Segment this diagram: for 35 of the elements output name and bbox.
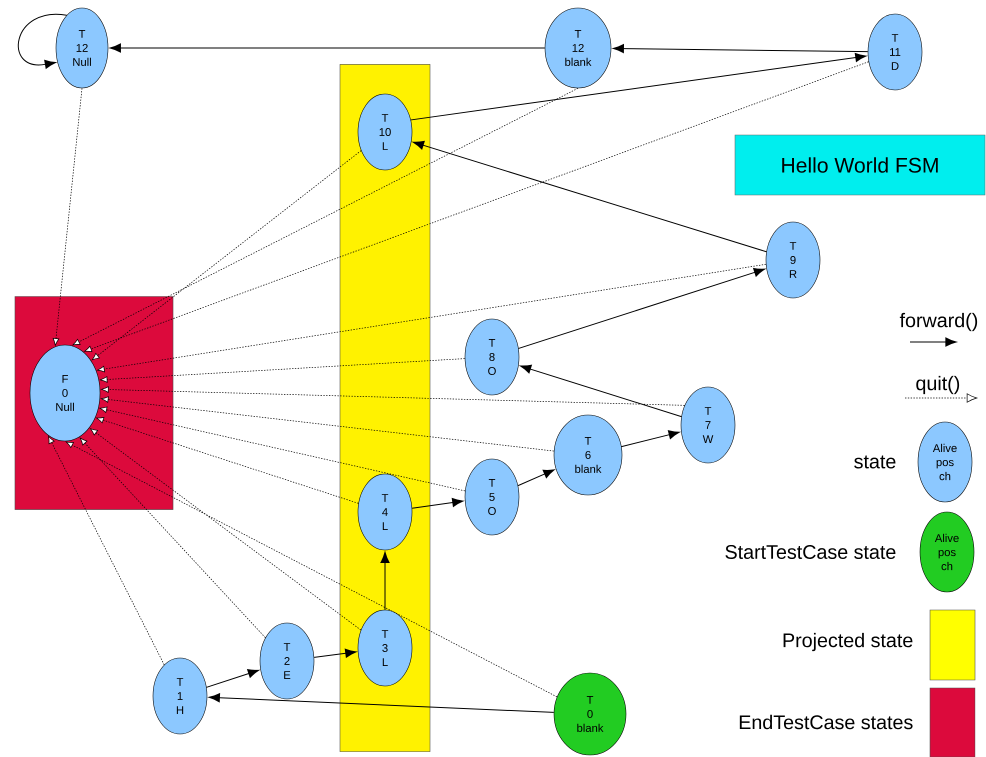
dotted-arrow xyxy=(96,417,359,504)
dotted-arrow xyxy=(92,150,362,360)
legend-text: quit() xyxy=(916,376,960,394)
arrow xyxy=(314,648,356,658)
legend-text: forward() xyxy=(900,312,978,332)
legend-text: StartTestCase state xyxy=(725,545,896,559)
legend-text: state xyxy=(854,456,896,468)
legend-text: Projected state xyxy=(784,632,912,652)
dotted-arrow xyxy=(101,386,685,406)
dotted-arrow xyxy=(99,406,466,492)
arrow xyxy=(110,43,546,53)
title-box: Hello World FSM xyxy=(734,134,986,196)
legend-text: EndTestCase states xyxy=(740,714,913,730)
dotted-arrow xyxy=(100,358,466,383)
dotted-arrow xyxy=(52,88,82,346)
dotted-arrow xyxy=(48,436,165,666)
arrow xyxy=(410,53,866,120)
arrow xyxy=(18,14,68,69)
dotted-arrow xyxy=(84,61,869,352)
arrow xyxy=(518,268,766,349)
dotted-arrow xyxy=(90,428,362,630)
dotted-arrow xyxy=(66,442,558,698)
dotted-arrow xyxy=(97,264,766,372)
arrow xyxy=(412,498,464,509)
arrow xyxy=(520,364,682,418)
arrow xyxy=(621,430,680,448)
arrow xyxy=(518,469,555,486)
arrow xyxy=(412,140,767,252)
dotted-arrow xyxy=(101,396,554,452)
arrow xyxy=(208,693,554,713)
arrow xyxy=(206,669,260,688)
dotted-arrow xyxy=(80,438,266,638)
arrow xyxy=(612,44,868,54)
dotted-arrow xyxy=(72,88,578,346)
arrow xyxy=(380,552,390,610)
